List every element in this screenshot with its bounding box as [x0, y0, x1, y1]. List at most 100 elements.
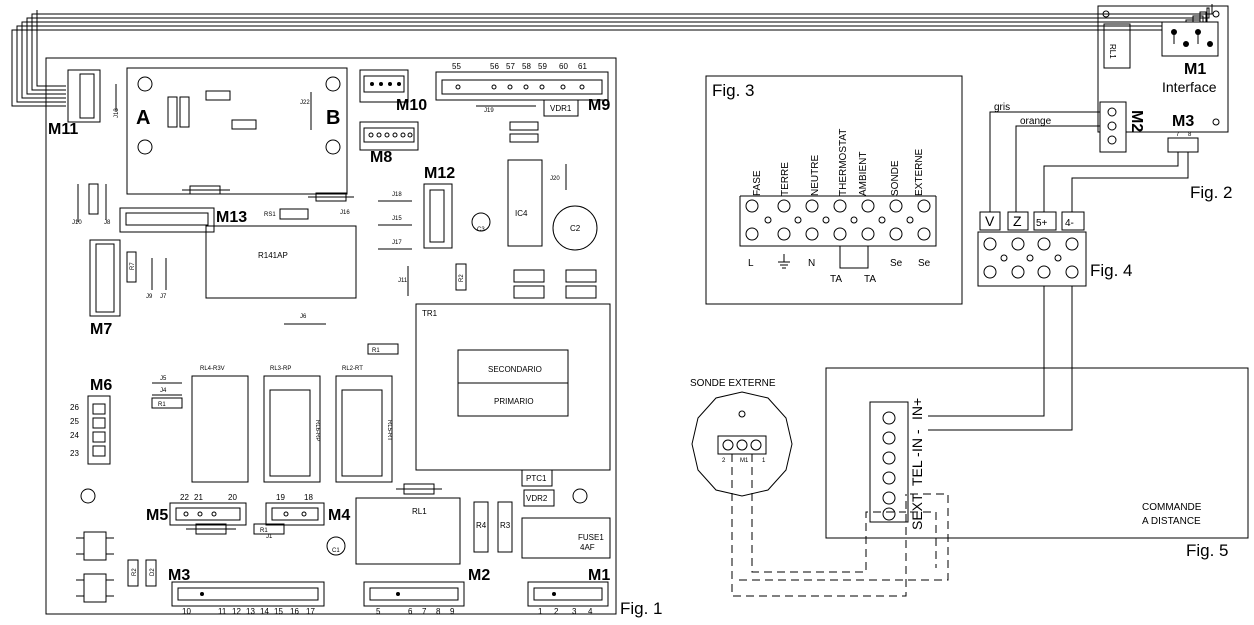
fig4-caption: Fig. 4 — [1090, 261, 1133, 280]
remote-terminal-block — [869, 401, 909, 523]
m3-pins: 10 11 12 13 14 15 16 17 — [182, 607, 315, 616]
svg-text:55: 55 — [452, 62, 461, 71]
sonde-externe: SONDE EXTERNE 2 M1 1 — [690, 378, 793, 497]
label-m13: M13 — [216, 209, 247, 226]
label-m2-fig2: M2 — [1128, 110, 1145, 132]
svg-text:J20: J20 — [550, 176, 560, 182]
svg-text:V: V — [985, 213, 995, 229]
svg-text:VDR1: VDR1 — [550, 104, 572, 113]
svg-text:19: 19 — [276, 493, 285, 502]
svg-text:R141AP: R141AP — [258, 251, 288, 260]
svg-text:THERMOSTAT: THERMOSTAT — [838, 129, 849, 196]
svg-text:TA: TA — [864, 274, 876, 285]
connector-m5 — [169, 502, 247, 526]
commande-line1: COMMANDE — [1142, 502, 1202, 513]
fig5-remote: IN+ IN - TEL - SEXT COMMANDE A DISTANCE — [825, 367, 1249, 539]
ic4 — [507, 159, 543, 247]
svg-text:13: 13 — [246, 607, 255, 616]
connector-m13 — [119, 207, 215, 233]
svg-text:1: 1 — [538, 607, 543, 616]
svg-text:J10: J10 — [72, 220, 82, 226]
fig3-screws — [745, 199, 931, 241]
svg-text:7: 7 — [1176, 132, 1180, 138]
svg-text:7: 7 — [422, 607, 427, 616]
connector-m10 — [359, 69, 409, 103]
fig3-headers: FASE TERRE NEUTRE THERMOSTAT AMBIENT SON… — [752, 129, 925, 196]
svg-text:VDR2: VDR2 — [526, 494, 548, 503]
svg-text:C3: C3 — [477, 227, 485, 233]
label-m9: M9 — [588, 97, 610, 114]
svg-text:56: 56 — [490, 62, 499, 71]
m9-pins: 55 56 57 58 59 60 61 — [452, 62, 587, 71]
label-a: A — [136, 107, 150, 129]
svg-text:61: 61 — [578, 62, 587, 71]
svg-text:AMBIENT: AMBIENT — [858, 152, 869, 196]
svg-text:4: 4 — [588, 607, 593, 616]
svg-text:J9: J9 — [146, 294, 153, 300]
svg-text:PRIMARIO: PRIMARIO — [494, 397, 534, 406]
svg-text:J6: J6 — [300, 314, 307, 320]
connector-m3 — [171, 581, 325, 607]
relay-rl1-fig2 — [1103, 23, 1131, 69]
sonde-title: SONDE EXTERNE — [690, 378, 776, 389]
svg-text:J17: J17 — [392, 240, 402, 246]
svg-text:18: 18 — [304, 493, 313, 502]
relay-rl2 — [335, 375, 393, 483]
svg-text:J1: J1 — [266, 534, 273, 540]
svg-text:R1: R1 — [158, 402, 166, 408]
svg-text:26: 26 — [70, 403, 79, 412]
svg-text:20: 20 — [228, 493, 237, 502]
svg-text:C1: C1 — [332, 548, 340, 554]
relay-rl1 — [355, 497, 461, 565]
svg-text:J4: J4 — [160, 388, 167, 394]
connector-m7 — [89, 239, 121, 317]
svg-text:5: 5 — [376, 607, 381, 616]
svg-text:24: 24 — [70, 431, 79, 440]
svg-text:R7: R7 — [130, 262, 136, 270]
svg-text:60: 60 — [559, 62, 568, 71]
fig3-caption: Fig. 3 — [712, 81, 755, 100]
connector-m2-fig2 — [1099, 101, 1127, 153]
fig2-interface: RL1 M1 Interface M2 M3 7 8 — [1097, 5, 1229, 153]
commande-line2: A DISTANCE — [1142, 516, 1201, 527]
svg-text:3: 3 — [572, 607, 577, 616]
svg-text:RS1: RS1 — [264, 212, 276, 218]
relay-rl4 — [191, 375, 249, 483]
svg-text:J7: J7 — [160, 294, 167, 300]
fig5-caption: Fig. 5 — [1186, 541, 1229, 560]
svg-text:21: 21 — [194, 493, 203, 502]
svg-text:TR1: TR1 — [422, 309, 438, 318]
svg-text:59: 59 — [538, 62, 547, 71]
label-m8: M8 — [370, 149, 392, 166]
connector-m1 — [527, 581, 609, 607]
display-module — [126, 67, 348, 195]
svg-text:J11: J11 — [398, 278, 408, 284]
svg-text:J22: J22 — [300, 100, 310, 106]
connector-m6 — [87, 395, 111, 465]
label-b: B — [326, 107, 340, 129]
fuse1 — [521, 517, 611, 559]
svg-text:25: 25 — [70, 417, 79, 426]
svg-text:J8: J8 — [104, 220, 111, 226]
transformer-tr1 — [415, 303, 611, 471]
svg-text:8: 8 — [436, 607, 441, 616]
svg-text:RL2-RT: RL2-RT — [342, 366, 363, 372]
fig2-caption: Fig. 2 — [1190, 183, 1233, 202]
svg-text:RL1: RL1 — [1108, 44, 1117, 59]
label-m10: M10 — [396, 97, 427, 114]
svg-text:J19: J19 — [484, 108, 494, 114]
label-m11: M11 — [48, 121, 78, 138]
fig1-board: M11 J13 A B J22 M10 55 56 57 58 — [45, 57, 617, 616]
svg-text:12: 12 — [232, 607, 241, 616]
svg-text:FUSE1: FUSE1 — [578, 533, 604, 542]
svg-text:Se: Se — [918, 258, 931, 269]
svg-text:Z: Z — [1013, 213, 1022, 229]
module-r141ap — [205, 225, 357, 299]
label-m3-fig2: M3 — [1172, 113, 1194, 130]
svg-text:RL4-R3V: RL4-R3V — [200, 366, 225, 372]
svg-text:SECONDARIO: SECONDARIO — [488, 365, 542, 374]
svg-text:R1: R1 — [372, 348, 380, 354]
svg-text:57: 57 — [506, 62, 515, 71]
svg-text:22: 22 — [180, 493, 189, 502]
